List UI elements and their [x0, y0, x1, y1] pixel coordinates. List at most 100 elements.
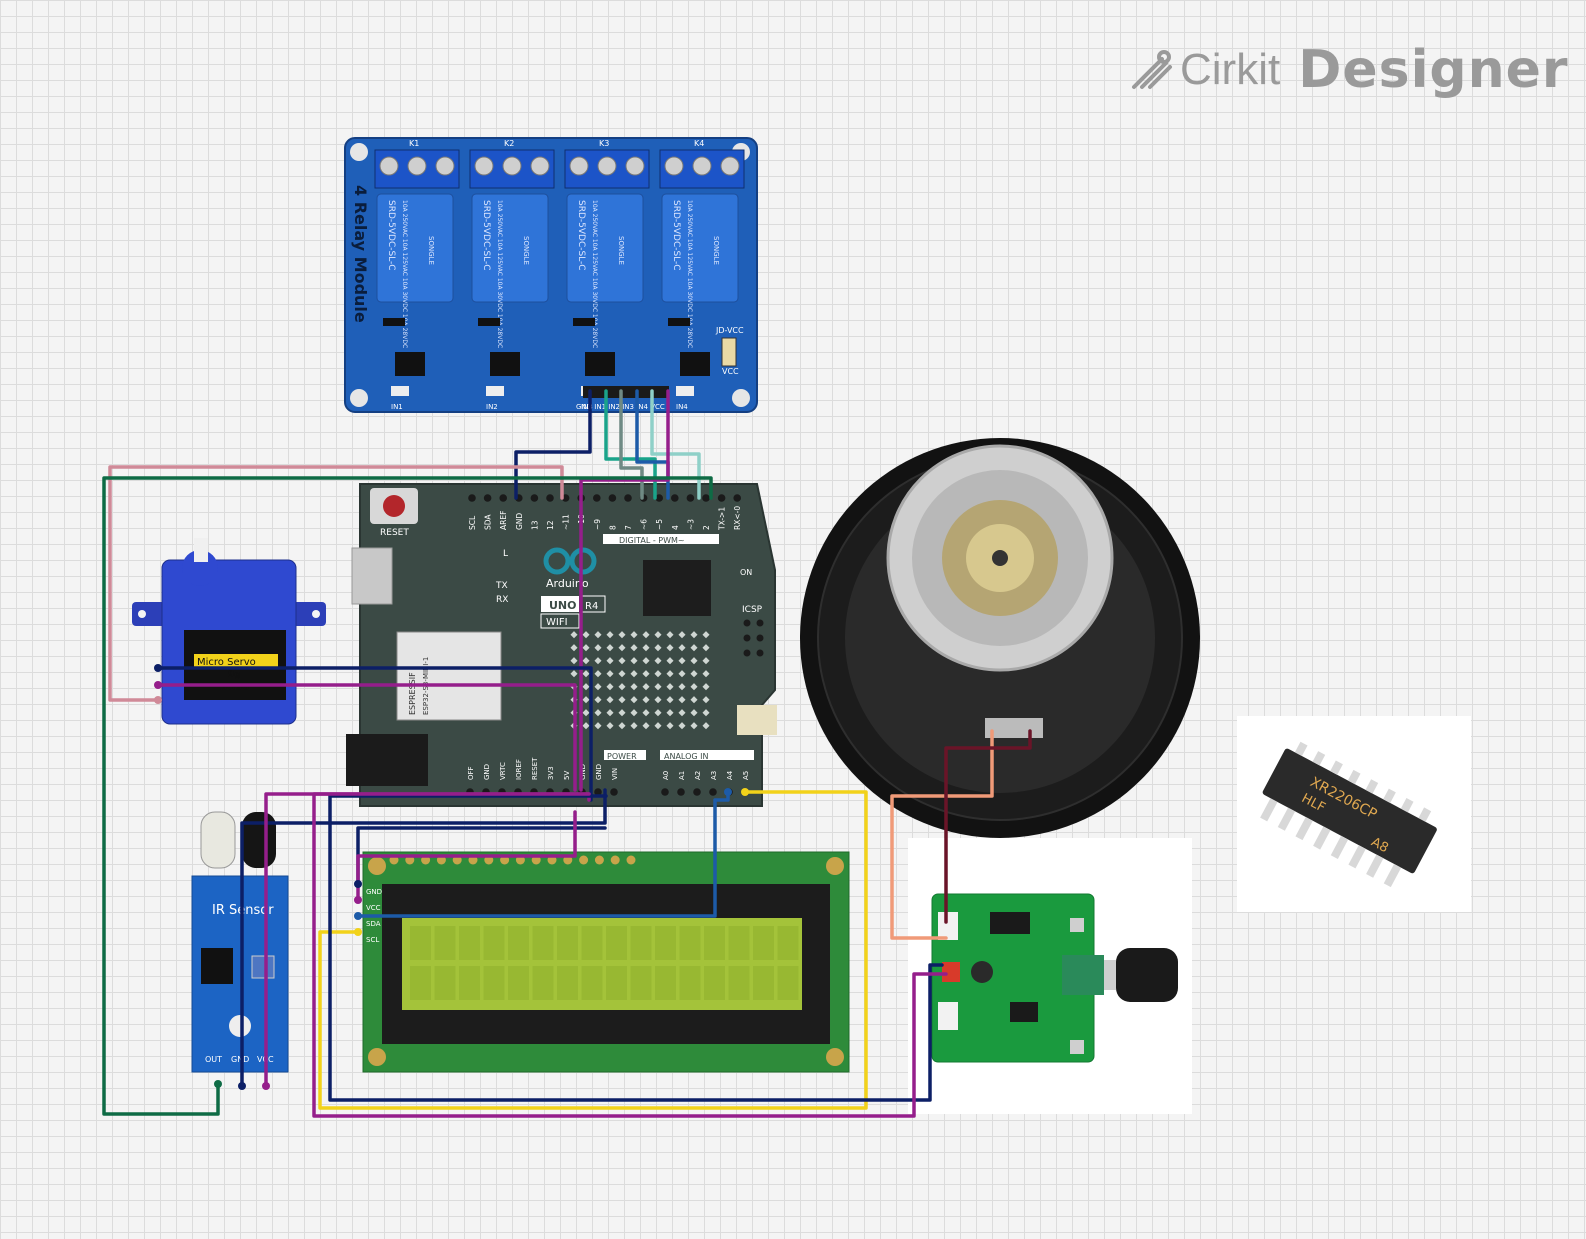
analog-header: ANALOG IN: [664, 752, 709, 761]
arduino-brand: Arduino: [546, 577, 589, 590]
arduino-analog-pin-label: A5: [742, 771, 750, 780]
wire-endpoints: [154, 664, 749, 1090]
lcd-pin-gnd: GND: [366, 888, 382, 896]
relay-spec: 10A 250VAC 10A 125VAC 10A 30VDC 10A 28VD…: [496, 200, 503, 348]
arduino-pin-label: 12: [546, 520, 555, 530]
audio-amplifier-module[interactable]: [908, 838, 1192, 1114]
relay-label: K1: [409, 139, 419, 148]
arduino-pin-label: AREF: [499, 511, 508, 530]
arduino-pin-label: 2: [702, 525, 711, 530]
arduino-pin-label: SDA: [484, 514, 493, 530]
arduino-pin-label: 7: [624, 525, 633, 530]
lcd-pin-vcc: VCC: [366, 904, 381, 912]
arduino-power-pin-label: 5V: [563, 771, 571, 780]
cirkit-logo-icon: [1132, 50, 1172, 89]
tx-label: TX: [495, 581, 508, 591]
relay-rating: SRD-5VDC-SL-C: [671, 200, 681, 271]
wire-servo-vcc: [156, 683, 577, 792]
arduino-power-pin-label: GND: [483, 764, 491, 780]
wire-speaker-1: [890, 729, 994, 940]
arduino-wifi: WIFI: [546, 617, 568, 628]
arduino-analog-pin-label: A0: [662, 771, 670, 780]
relay-spec: 10A 250VAC 10A 125VAC 10A 30VDC 10A 28VD…: [401, 200, 408, 348]
relay-jd-vcc-label: JD-VCC: [715, 326, 744, 335]
arduino-analog-pin-label: A2: [694, 771, 702, 780]
arduino-pin-label: ~9: [593, 519, 602, 530]
wire-servo-gnd: [156, 666, 593, 802]
xr2206cp-chip[interactable]: XR2206CP HLF A8: [1237, 716, 1471, 912]
cirkit-designer-logo: Cirkit Designer: [1128, 40, 1569, 100]
lcd-pin-sda: SDA: [366, 920, 381, 928]
icsp-label: ICSP: [742, 605, 763, 615]
wire-lcd-sda: [356, 790, 730, 918]
relay-input-label: IN1: [391, 403, 403, 411]
arduino-power-pin-label: RESET: [531, 757, 539, 780]
wire-relay-in4: [650, 389, 701, 500]
wires: [102, 389, 1032, 1118]
relay-spec: 10A 250VAC 10A 125VAC 10A 30VDC 10A 28VD…: [686, 200, 693, 348]
ir-pin-out: OUT: [205, 1055, 222, 1064]
arduino-pin-label: TX->1: [718, 507, 727, 531]
arduino-power-pin-label: IOREF: [515, 759, 523, 780]
wire-lcd-scl: [318, 790, 868, 1110]
relay-input-label: IN3: [581, 403, 593, 411]
logo-brand: Cirkit: [1180, 45, 1281, 94]
on-label: ON: [740, 568, 752, 577]
digital-header: DIGITAL - PWM~: [619, 536, 685, 545]
wire-speaker-2: [944, 729, 1032, 924]
arduino-rev: R4: [585, 601, 598, 612]
arduino-power-pin-label: GND: [595, 764, 603, 780]
arduino-pin-label: ~3: [686, 519, 695, 530]
wire-relay-in2: [619, 389, 644, 500]
arduino-pin-label: ~11: [562, 514, 571, 530]
arduino-analog-pin-label: A3: [710, 771, 718, 780]
arduino-power-pin-label: VRTC: [499, 762, 507, 780]
micro-servo[interactable]: Micro Servo 9g SG90: [132, 538, 326, 725]
arduino-uno-r4-wifi[interactable]: RESET ESPRESSIF ESP32-S3-MINI-1 Arduino …: [346, 483, 777, 807]
relay-spec: 10A 250VAC 10A 125VAC 10A 30VDC 10A 28VD…: [591, 200, 598, 348]
relay-brand: SONGLE: [712, 236, 720, 265]
arduino-pin-label: RX<-0: [733, 506, 742, 530]
relay-rating: SRD-5VDC-SL-C: [481, 200, 491, 271]
wire-relay-gnd: [514, 389, 592, 500]
relay-input-label: IN4: [676, 403, 688, 411]
servo-weight: 9g: [228, 670, 241, 680]
relay-brand: SONGLE: [522, 236, 530, 265]
relay-input-label: IN2: [486, 403, 498, 411]
servo-label: Micro Servo: [197, 657, 256, 668]
esp-module-label: ESPRESSIF: [408, 672, 417, 715]
relay-rating: SRD-5VDC-SL-C: [576, 200, 586, 271]
relay-label: K2: [504, 139, 514, 148]
arduino-model: UNO: [549, 599, 577, 612]
arduino-power-pin-label: 3V3: [547, 766, 555, 780]
reset-label: RESET: [380, 528, 409, 538]
relay-vcc-label: VCC: [722, 367, 739, 376]
power-header: POWER: [607, 752, 637, 761]
relay-label: K3: [599, 139, 609, 148]
speaker[interactable]: [800, 438, 1200, 838]
chip-line3: A8: [1369, 835, 1391, 856]
arduino-pin-label: ~5: [655, 519, 664, 530]
relay-label: K4: [694, 139, 704, 148]
wire-ir-gnd: [240, 788, 607, 1088]
lcd-pin-scl: SCL: [366, 936, 379, 944]
arduino-pin-label: ~6: [640, 519, 649, 530]
arduino-analog-pin-label: A1: [678, 771, 686, 780]
arduino-pin-label: 8: [608, 525, 617, 530]
arduino-pin-label: SCL: [468, 515, 477, 530]
wire-ir-out: [102, 476, 713, 1116]
logo-product: Designer: [1298, 40, 1569, 100]
ir-sensor[interactable]: IR Sensor OUT GND VCC: [191, 811, 289, 1073]
relay-rating: SRD-5VDC-SL-C: [386, 200, 396, 271]
relay-brand: SONGLE: [617, 236, 625, 265]
lcd-16x2[interactable]: GND VCC SDA SCL: [362, 851, 850, 1073]
arduino-pin-label: GND: [515, 513, 524, 530]
arduino-power-pin-label: VIN: [611, 768, 619, 780]
servo-model: SG90: [220, 682, 249, 693]
